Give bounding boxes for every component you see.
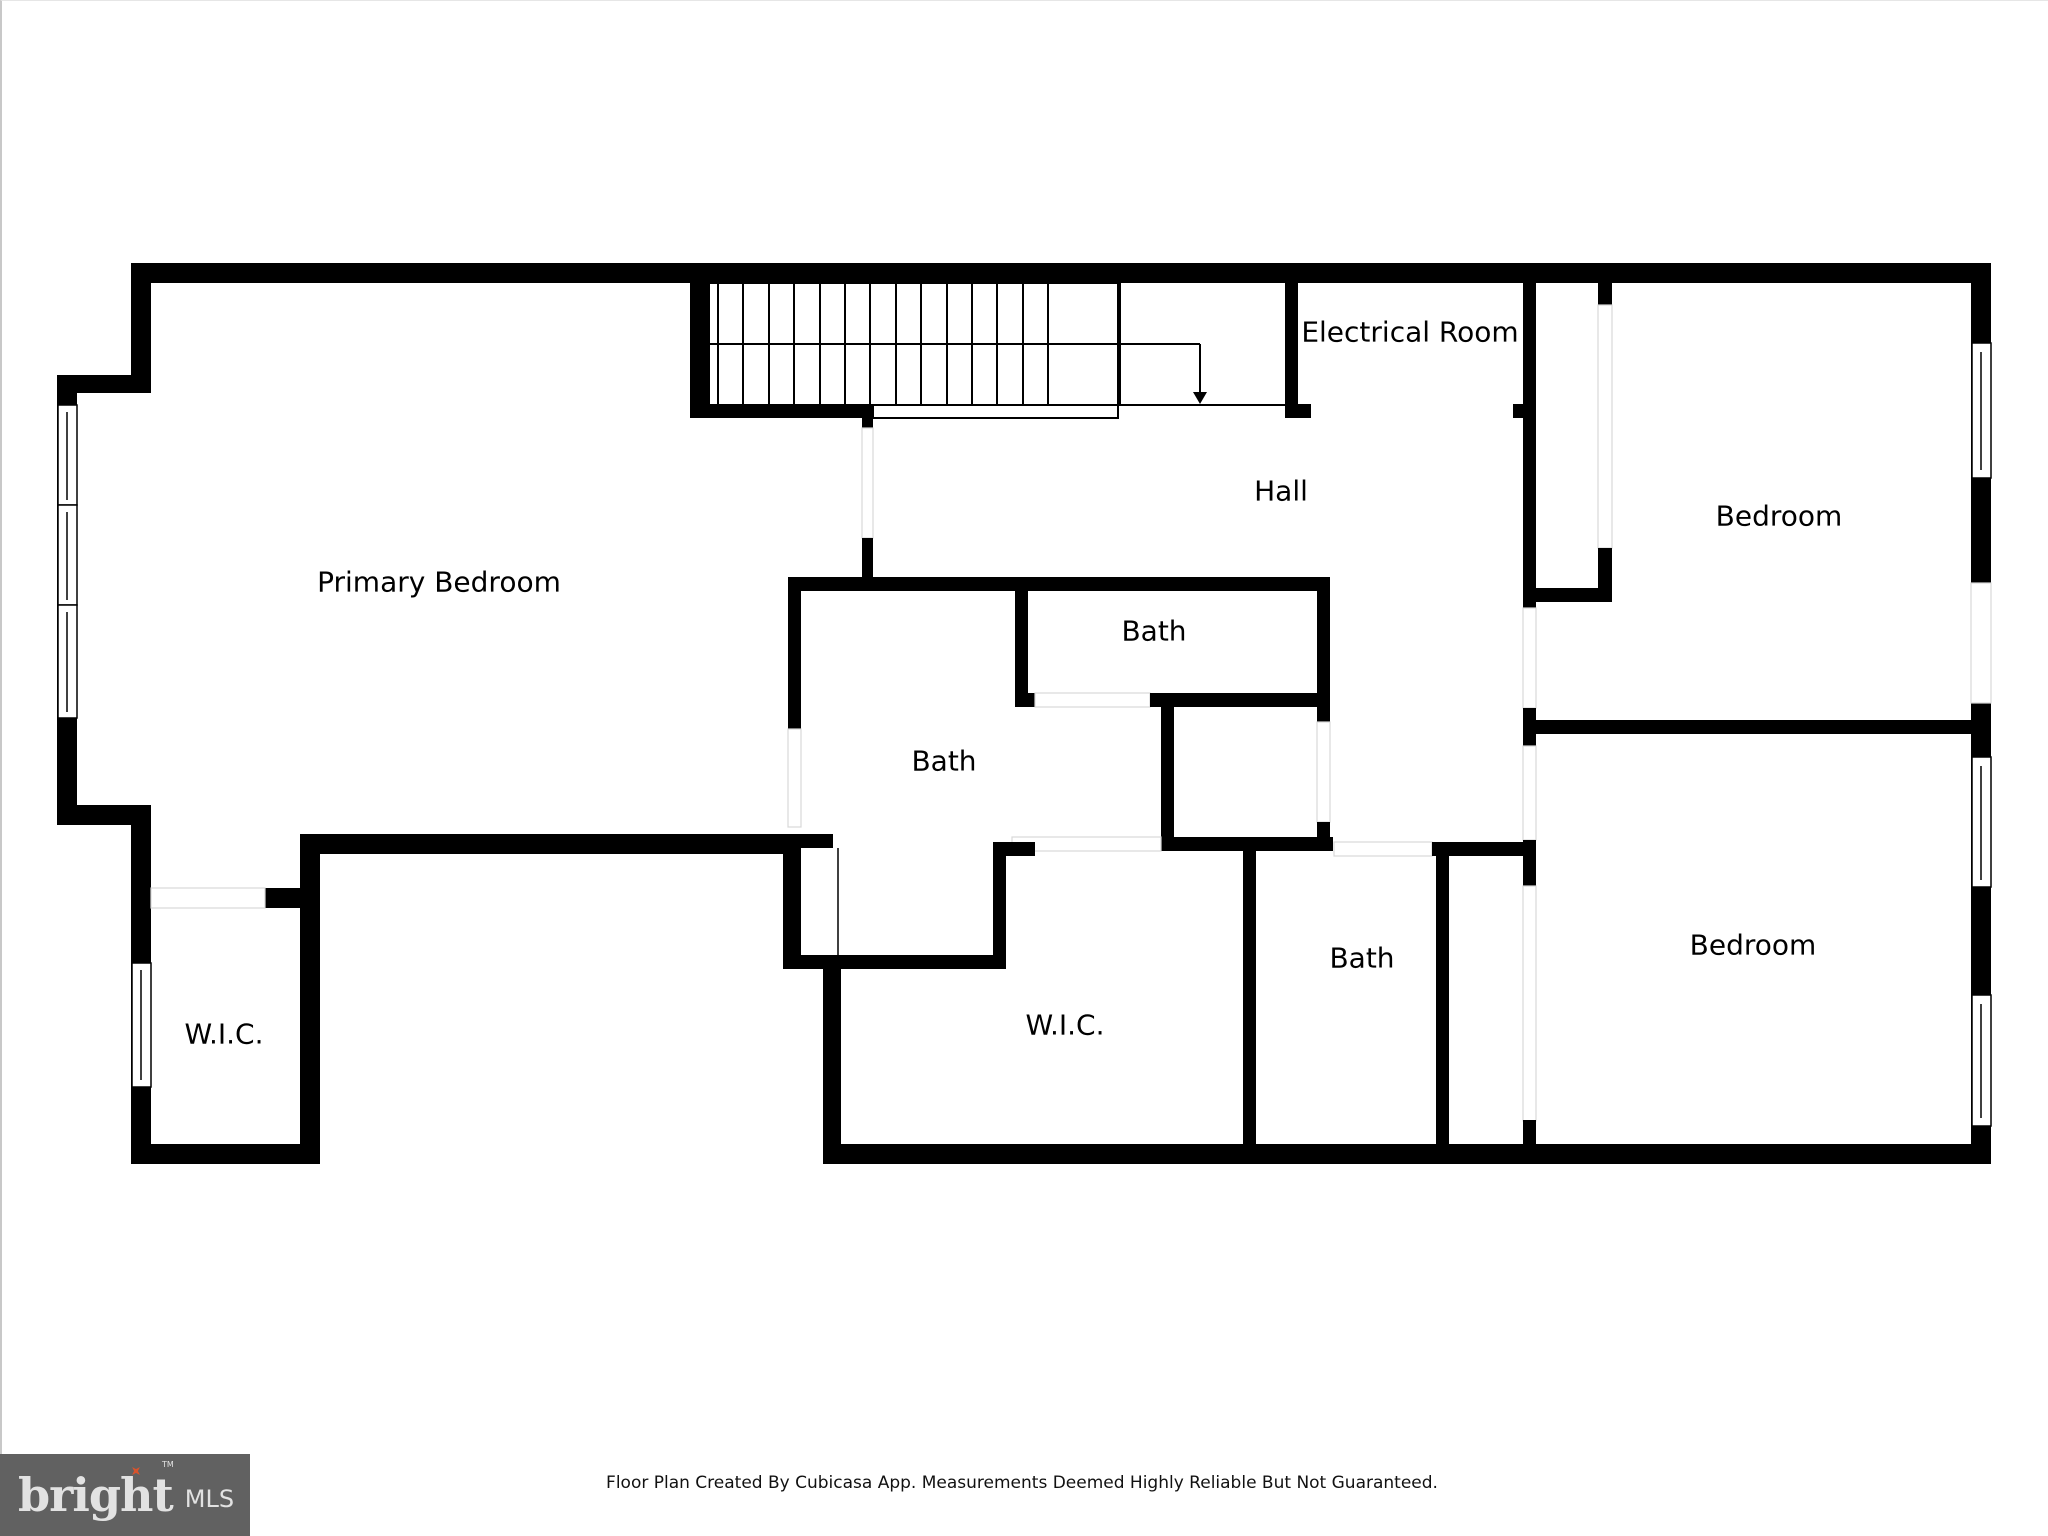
hall-east-wall-lower	[1523, 840, 1536, 886]
room-label-bath-primary: Bath	[911, 744, 977, 778]
brand-wordmark: bright	[18, 1468, 174, 1522]
stair-wall-left	[690, 263, 710, 418]
bath-upper-wall-left	[1015, 587, 1028, 707]
bath-primary-wall-left-lower	[783, 834, 801, 969]
room-label-bath-lower: Bath	[1329, 941, 1395, 975]
bedroom-1-window	[1971, 342, 1992, 479]
wic-left-window	[131, 962, 152, 1088]
outer-wall-top	[131, 263, 1991, 283]
bath-upper-door	[1034, 692, 1151, 708]
bath-primary-wall-corner	[770, 834, 833, 848]
room-label-primary-bedroom: Primary Bedroom	[317, 565, 561, 599]
stairs	[707, 282, 1285, 419]
brand-suffix: MLS	[184, 1485, 235, 1513]
stair-direction-arrow-icon	[1193, 392, 1207, 404]
bedroom-1-closet-door	[1597, 304, 1613, 549]
bath-lower-door	[1333, 841, 1433, 857]
bay-wall-bottom	[57, 805, 151, 825]
bath-upper-door-stub-left	[1015, 693, 1035, 707]
wic-left-wall-right	[300, 834, 320, 1164]
room-label-bath-upper: Bath	[1121, 614, 1187, 648]
bath-primary-wall-left-upper	[788, 577, 801, 729]
bath-block-wall-top	[788, 577, 1330, 591]
bedroom-2-window-lower	[1971, 994, 1992, 1127]
room-label-hall: Hall	[1254, 474, 1308, 508]
bay-wall-top	[57, 375, 151, 393]
bath-primary-door	[787, 728, 802, 828]
stair-wall-stub	[862, 404, 873, 428]
room-label-electrical-room: Electrical Room	[1301, 315, 1519, 349]
bedroom-1-window-gap	[1970, 582, 1992, 704]
outer-wall-left-upper	[131, 263, 151, 393]
hall-east-wall-bottom	[1523, 1120, 1536, 1164]
hall-closet-door	[1522, 745, 1537, 841]
electrical-wall-left	[1285, 263, 1298, 418]
floor-plan-disclaimer: Floor Plan Created By Cubicasa App. Meas…	[606, 1473, 1438, 1493]
bath-lower-wall-top-right	[1432, 842, 1533, 856]
wic-left-wall-bottom	[131, 1144, 320, 1164]
room-label-bedroom-2: Bedroom	[1689, 928, 1817, 962]
hall-east-wall-mid	[1523, 708, 1536, 746]
linen-closet-door	[1316, 721, 1331, 823]
bedroom-1-closet-wall-bottom	[1536, 588, 1612, 602]
bath-primary-wall-bottom	[783, 955, 1006, 969]
electrical-wall-stub-left	[1285, 404, 1311, 418]
bath-primary-wall-right-lower	[993, 842, 1006, 968]
wic-left-door-opening	[150, 887, 266, 909]
bedroom-2-window-upper	[1971, 756, 1992, 888]
bedroom-2-door	[1522, 885, 1537, 1122]
room-label-wic-left: W.I.C.	[184, 1017, 264, 1051]
linen-closet-wall-bottom	[1161, 837, 1333, 851]
bath-upper-wall-bottom	[1150, 693, 1330, 707]
bright-mls-logo: bright TM MLS	[0, 1454, 250, 1536]
bedroom-1-closet-stub-top	[1598, 283, 1612, 305]
primary-bedroom-wall-bottom	[300, 834, 800, 854]
stair-wall-bottom	[690, 404, 873, 418]
bath-block-wall-right-upper	[1317, 577, 1330, 722]
primary-bedroom-door	[861, 427, 874, 539]
bath-lower-wall-right	[1436, 846, 1449, 1164]
outer-wall-right	[1971, 263, 1991, 1164]
bedroom-divider-wall	[1536, 720, 1991, 734]
wic-bath-divider	[1243, 846, 1256, 1164]
electrical-bedroom-divider	[1523, 263, 1536, 608]
room-label-wic-center: W.I.C.	[1025, 1008, 1105, 1042]
brand-trademark: TM	[162, 1460, 174, 1469]
wic-door-stub	[265, 888, 320, 908]
bay-windows	[57, 404, 78, 719]
hall-wall-stub	[862, 538, 873, 580]
bedroom-1-door	[1522, 607, 1537, 709]
linen-closet-wall-left	[1161, 693, 1174, 850]
wic-center-wall-left	[823, 964, 841, 1164]
outer-wall-bottom-right	[823, 1144, 1991, 1164]
room-label-bedroom-1: Bedroom	[1715, 499, 1843, 533]
